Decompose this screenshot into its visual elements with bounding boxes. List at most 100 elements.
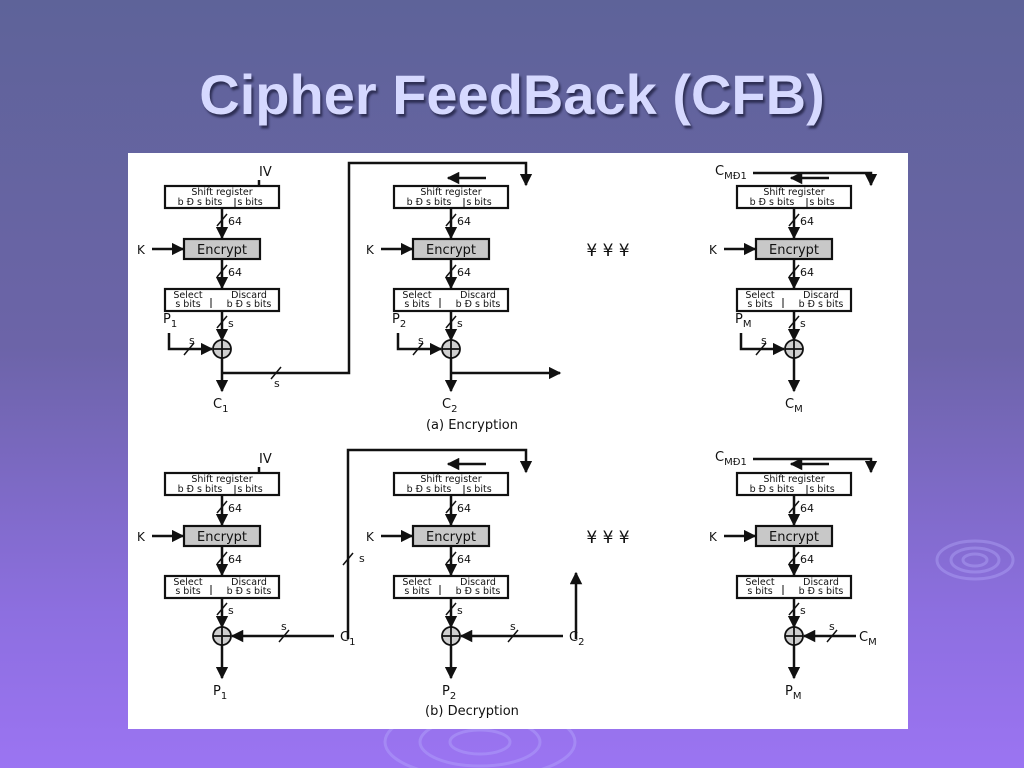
- s-slash: [788, 602, 800, 616]
- encrypt-label: Encrypt: [426, 530, 476, 545]
- s-slash: [788, 315, 800, 329]
- shift-register-label: Shift register: [191, 474, 252, 485]
- shift-register-label: Shift register: [763, 474, 824, 485]
- encryption-caption: (a) Encryption: [426, 418, 518, 433]
- encryption-ciphertext-label-2: C2: [442, 397, 457, 415]
- key-label: K: [366, 243, 375, 257]
- discard-label: Discard: [803, 290, 839, 301]
- feedback-c1-to-stage-2: [346, 448, 533, 639]
- width-slash: [788, 551, 800, 565]
- encryption-prev-cipher-label: CMÐ1: [715, 164, 747, 182]
- discard-bits-label: b Ð s bits: [227, 299, 272, 310]
- width-label-64: 64: [457, 502, 471, 515]
- discard-label: Discard: [460, 290, 496, 301]
- decryption-caption: (b) Decryption: [425, 704, 519, 719]
- key-label: K: [709, 530, 718, 544]
- width-label-64: 64: [800, 215, 814, 228]
- encrypt-label: Encrypt: [197, 243, 247, 258]
- width-slash: [788, 213, 800, 227]
- s-label: s: [189, 334, 195, 347]
- xor-operator: [441, 339, 461, 359]
- width-label-64: 64: [228, 553, 242, 566]
- discard-bits-label: b Ð s bits: [799, 586, 844, 597]
- shift-register-left-bits: b Ð s bits: [750, 197, 795, 208]
- decryption-ellipsis: ¥ ¥ ¥: [586, 528, 629, 548]
- s-slash: [445, 315, 457, 329]
- select-bits-label: s bits: [404, 586, 429, 597]
- s-slash: [755, 342, 767, 356]
- shift-register-right-bits: s bits: [466, 197, 491, 208]
- width-label-64: 64: [457, 266, 471, 279]
- xor-operator: [784, 626, 804, 646]
- s-slash: [412, 342, 424, 356]
- s-label: s: [457, 604, 463, 617]
- decryption-plaintext-label-1: P1: [213, 684, 227, 702]
- select-label: Select: [745, 290, 775, 301]
- select-label: Select: [402, 577, 432, 588]
- s-label: s: [274, 377, 280, 390]
- shift-register-left-bits: b Ð s bits: [750, 484, 795, 495]
- shift-register-right-bits: s bits: [237, 197, 262, 208]
- width-label-64: 64: [228, 502, 242, 515]
- s-slash: [445, 602, 457, 616]
- plaintext-arrow: [167, 333, 214, 356]
- encrypt-label: Encrypt: [769, 243, 819, 258]
- key-label: K: [709, 243, 718, 257]
- select-label: Select: [745, 577, 775, 588]
- s-label: s: [761, 334, 767, 347]
- width-slash: [216, 213, 228, 227]
- shift-register-right-bits: s bits: [466, 484, 491, 495]
- decryption-prev-cipher-label: CMÐ1: [715, 450, 747, 468]
- decryption-ciphertext-label-3: CM: [859, 630, 877, 648]
- encryption-iv-label: IV: [259, 165, 272, 180]
- encryption-ellipsis: ¥ ¥ ¥: [586, 241, 629, 261]
- encryption-plaintext-label-3: PM: [735, 312, 751, 330]
- decryption-ciphertext-label-1: C1: [340, 630, 355, 648]
- s-slash: [278, 629, 290, 643]
- width-label-64: 64: [800, 502, 814, 515]
- s-label: s: [281, 620, 287, 633]
- discard-bits-label: b Ð s bits: [456, 586, 501, 597]
- s-label: s: [800, 317, 806, 330]
- s-label: s: [800, 604, 806, 617]
- encrypt-label: Encrypt: [197, 530, 247, 545]
- discard-label: Discard: [231, 577, 267, 588]
- prev-cipher-arrow: [753, 457, 878, 474]
- shift-register-right-bits: s bits: [809, 197, 834, 208]
- s-label: s: [228, 604, 234, 617]
- encryption-ciphertext-label-3: CM: [785, 397, 803, 415]
- xor-operator: [784, 339, 804, 359]
- feedback-c1-to-stage-2: [222, 161, 533, 375]
- select-bits-label: s bits: [175, 299, 200, 310]
- width-slash: [216, 551, 228, 565]
- width-slash: [788, 500, 800, 514]
- select-label: Select: [173, 290, 203, 301]
- discard-label: Discard: [460, 577, 496, 588]
- select-bits-label: s bits: [404, 299, 429, 310]
- shift-register-left-bits: b Ð s bits: [178, 484, 223, 495]
- s-label: s: [359, 552, 365, 565]
- plaintext-arrow: [739, 333, 786, 356]
- select-label: Select: [402, 290, 432, 301]
- discard-bits-label: b Ð s bits: [799, 299, 844, 310]
- decryption-ciphertext-label-2: C2: [569, 630, 584, 648]
- shift-register-left-bits: b Ð s bits: [407, 197, 452, 208]
- width-slash: [788, 264, 800, 278]
- s-slash: [826, 629, 838, 643]
- s-slash: [216, 315, 228, 329]
- decryption-plaintext-label-3: PM: [785, 684, 801, 702]
- key-label: K: [366, 530, 375, 544]
- select-bits-label: s bits: [175, 586, 200, 597]
- width-slash: [445, 551, 457, 565]
- s-label: s: [228, 317, 234, 330]
- width-slash: [445, 264, 457, 278]
- discard-label: Discard: [803, 577, 839, 588]
- encrypt-label: Encrypt: [769, 530, 819, 545]
- xor-operator: [212, 339, 232, 359]
- discard-label: Discard: [231, 290, 267, 301]
